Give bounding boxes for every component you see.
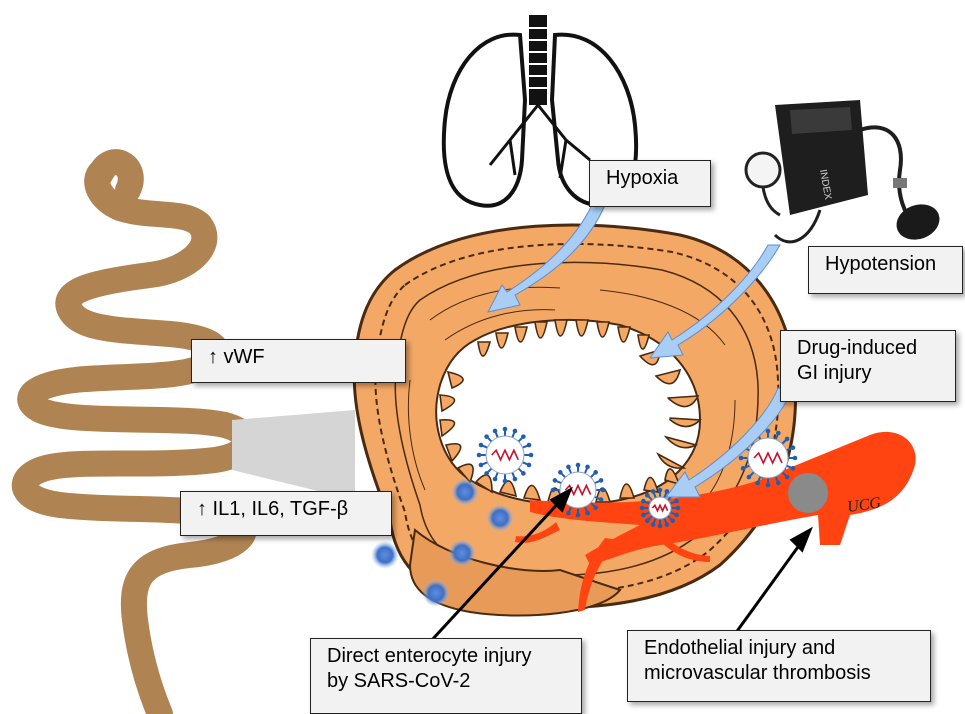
enterocyte-line-2: by SARS-CoV-2 [327, 669, 569, 694]
endothelial-line-2: microvascular thrombosis [644, 661, 918, 686]
interleukin-label: ↑ IL1, IL6, TGF-β [180, 491, 392, 536]
virus-icon [551, 463, 606, 518]
intestinal-wall-cross-section [354, 225, 795, 616]
drug-line-1: Drug-induced [797, 336, 943, 361]
enterocyte-injury-label: Direct enterocyte injury by SARS-CoV-2 [310, 638, 582, 714]
vwf-text: ↑ vWF [208, 345, 393, 370]
small-intestine-illustration [25, 162, 355, 714]
artist-signature: UCG [846, 494, 882, 516]
endothelial-injury-label: Endothelial injury and microvascular thr… [627, 630, 931, 702]
endothelial-line-1: Endothelial injury and [644, 636, 918, 661]
virus-icon [477, 427, 534, 484]
hypoxia-text: Hypoxia [606, 166, 698, 191]
drug-line-2: GI injury [797, 361, 943, 386]
hypotension-text: Hypotension [825, 252, 950, 277]
enterocyte-line-1: Direct enterocyte injury [327, 644, 569, 669]
drug-induced-injury-label: Drug-induced GI injury [780, 330, 956, 402]
vwf-label: ↑ vWF [191, 339, 406, 383]
blood-pressure-cuff-illustration: INDEX [746, 100, 944, 245]
hypotension-label: Hypotension [808, 246, 963, 294]
hypoxia-label: Hypoxia [589, 160, 711, 207]
interleukin-text: ↑ IL1, IL6, TGF-β [197, 497, 379, 522]
